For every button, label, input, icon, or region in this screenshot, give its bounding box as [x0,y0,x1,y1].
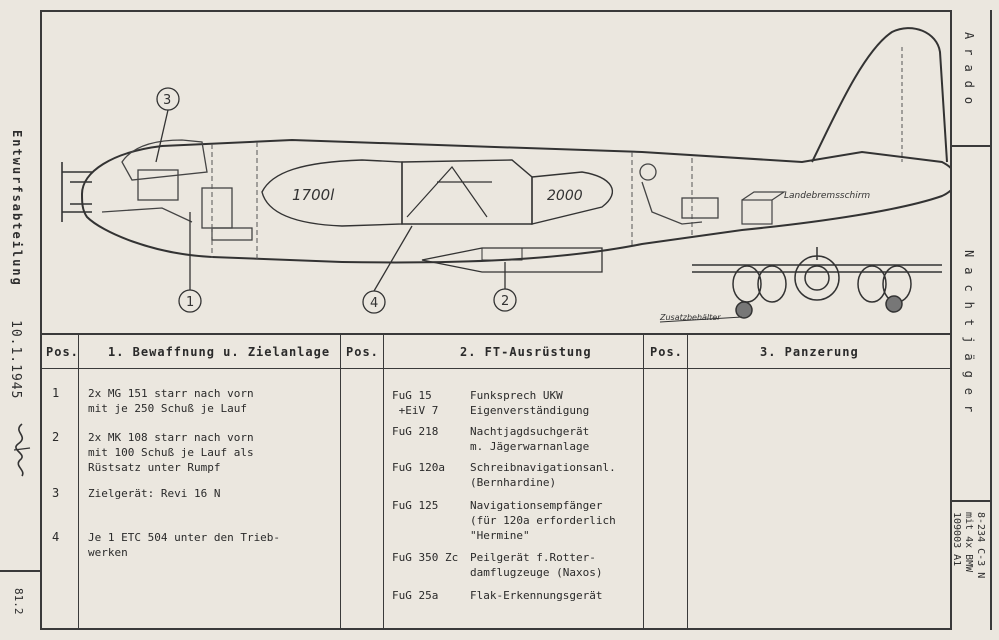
drop-tank-label: Zusatzbehälter [659,313,721,322]
drawing-ref-3: 109003 A1 [951,512,962,567]
sheet-number: 81.2 [12,588,25,615]
radio-desc: Flak-Erkennungsgerät [470,589,603,602]
company-label: Arado [962,32,976,114]
date-label: 10.1.1945 [8,320,23,400]
callout-label-4: 4 [370,296,378,311]
pos-header-1: Pos. [46,345,79,359]
table-col-line-3 [383,333,384,629]
weapons-header: 1. Bewaffnung u. Zielanlage [108,345,331,359]
front-view-icon [692,247,942,319]
radio-code: FuG 350 Zc [392,551,459,564]
role-label: Nachtjäger [962,250,976,423]
belly-gun-pod-icon [421,247,603,273]
frame-left [40,10,42,630]
frame-right [950,10,952,630]
weapon-text: 2x MG 151 starr nach vorn mit je 250 Sch… [88,387,254,415]
right-band-divider-1 [950,145,992,147]
middle-bay-icon [401,159,533,225]
radio-desc: Nachtjagdsuchgerät m. Jägerwarnanlage [470,425,590,453]
rear-tank-icon [531,171,614,225]
rear-tank-label: 2000 [547,188,583,204]
brake-chute-label: Landebremsschirm [784,191,870,201]
drawing-ref-1: 8-234 C-3 N [975,512,986,579]
weapon-pos: 2 [52,430,60,444]
front-tank-label: 1700l [292,186,335,204]
rear-crew-icon [639,163,719,225]
table-top-line [40,333,952,335]
frame-stations-icon [211,142,693,260]
pos-header-2: Pos. [346,345,379,359]
tail-fin-icon [811,27,948,163]
weapon-text: Zielgerät: Revi 16 N [88,487,221,500]
table-col-line-2 [340,333,341,629]
nose-assembly-icon [61,162,92,222]
armor-header: 3. Panzerung [760,345,859,359]
callout-label-2: 2 [501,294,509,309]
right-band-divider-2 [950,500,992,502]
radio-code: FuG 15 +EiV 7 [392,389,439,417]
cockpit-icon [101,139,253,241]
radio-code: FuG 125 [392,499,439,512]
radio-desc: Peilgerät f.Rotter- damflugzeuge (Naxos) [470,551,603,579]
radio-desc: Schreibnavigationsanl. (Bernhardine) [470,461,616,489]
table-col-line-5 [687,333,688,629]
callout-label-1: 1 [186,295,194,310]
frame-bottom [40,628,952,630]
weapon-pos: 3 [52,486,60,500]
weapon-pos: 4 [52,530,60,544]
signature [13,423,31,477]
frame-top [40,10,952,12]
drawing-ref-2: mit 4x BMW [963,512,974,573]
radio-code: FuG 218 [392,425,439,438]
brake-chute-icon [741,191,786,225]
pos-header-3: Pos. [650,345,683,359]
aircraft-drawing: 1700l 2000 Landebremsschirm [61,27,950,323]
fuselage-outline-icon [80,138,950,264]
weapon-pos: 1 [52,386,60,400]
radio-desc: Navigationsempfänger (für 120a erforderl… [470,499,616,542]
frame-far-right [990,10,992,630]
radio-code: FuG 25a [392,589,439,602]
table-col-line-4 [643,333,644,629]
weapon-text: Je 1 ETC 504 unter den Trieb- werken [88,531,281,559]
department-label: Entwurfsabteilung [10,130,24,287]
table-header-line [40,368,952,369]
radio-desc: Funksprech UKW Eigenverständigung [470,389,590,417]
radio-header: 2. FT-Ausrüstung [460,345,592,359]
weapon-text: 2x MK 108 starr nach vorn mit 100 Schuß … [88,431,254,474]
table-col-line-1 [78,333,79,629]
callout-label-3: 3 [163,93,171,108]
left-band-divider [0,570,42,572]
radio-code: FuG 120a [392,461,445,474]
